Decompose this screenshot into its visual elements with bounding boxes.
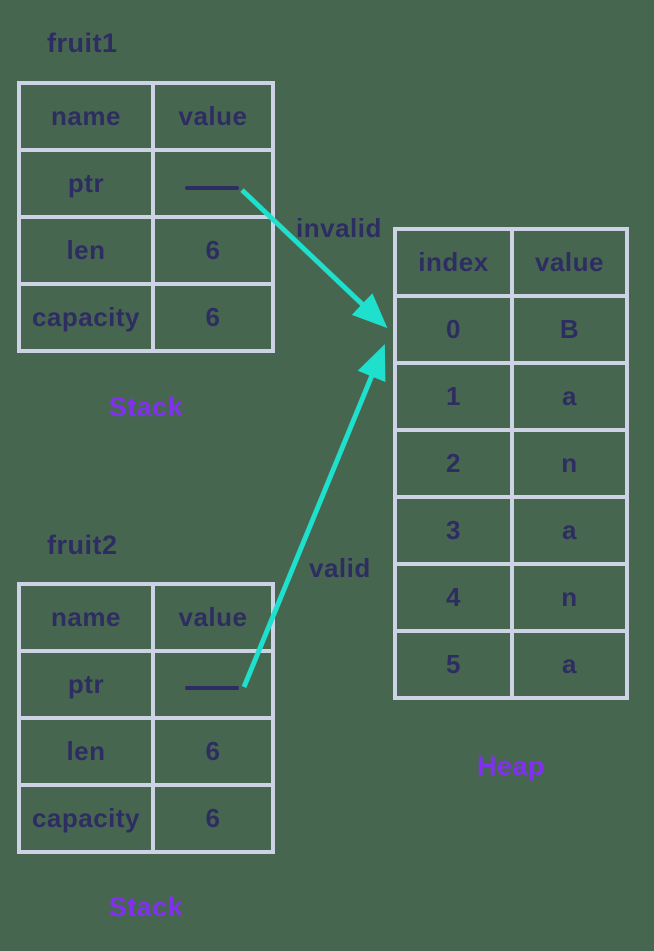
- table-row: 0 B: [393, 294, 629, 365]
- table-row: 1 a: [393, 361, 629, 432]
- fruit1-header-value: value: [151, 81, 275, 152]
- fruit1-table: name value ptr len 6 capacity 6: [17, 81, 275, 353]
- stack2-region-label: Stack: [108, 892, 184, 922]
- table-row: index value: [393, 227, 629, 298]
- heap-header-index: index: [393, 227, 514, 298]
- table-row: 3 a: [393, 495, 629, 566]
- table-row: capacity 6: [17, 282, 275, 353]
- heap-value-2: n: [510, 428, 629, 499]
- heap-index-5: 5: [393, 629, 514, 700]
- table-row: 5 a: [393, 629, 629, 700]
- fruit1-ptr-value-cell: [151, 148, 275, 219]
- invalid-arrow-label: invalid: [296, 213, 382, 243]
- fruit2-capacity-name: capacity: [17, 783, 155, 854]
- fruit2-len-name: len: [17, 716, 155, 787]
- heap-value-4: n: [510, 562, 629, 633]
- fruit1-title: fruit1: [47, 28, 118, 58]
- heap-table: index value 0 B 1 a 2 n 3 a 4 n 5 a: [393, 227, 629, 700]
- heap-region-label: Heap: [476, 751, 546, 781]
- table-row: capacity 6: [17, 783, 275, 854]
- heap-index-3: 3: [393, 495, 514, 566]
- heap-value-3: a: [510, 495, 629, 566]
- fruit1-pointer-line-icon: [185, 186, 239, 190]
- heap-value-0: B: [510, 294, 629, 365]
- table-row: name value: [17, 81, 275, 152]
- fruit2-table: name value ptr len 6 capacity 6: [17, 582, 275, 854]
- table-row: ptr: [17, 148, 275, 219]
- heap-index-0: 0: [393, 294, 514, 365]
- heap-header-value: value: [510, 227, 629, 298]
- table-row: 2 n: [393, 428, 629, 499]
- fruit2-capacity-value: 6: [151, 783, 275, 854]
- heap-index-2: 2: [393, 428, 514, 499]
- table-row: name value: [17, 582, 275, 653]
- stack1-region-label: Stack: [108, 392, 184, 422]
- fruit1-ptr-name: ptr: [17, 148, 155, 219]
- heap-index-4: 4: [393, 562, 514, 633]
- fruit2-title: fruit2: [47, 530, 118, 560]
- fruit1-capacity-name: capacity: [17, 282, 155, 353]
- table-row: ptr: [17, 649, 275, 720]
- heap-value-1: a: [510, 361, 629, 432]
- fruit2-ptr-name: ptr: [17, 649, 155, 720]
- heap-index-1: 1: [393, 361, 514, 432]
- fruit2-len-value: 6: [151, 716, 275, 787]
- fruit2-pointer-line-icon: [185, 686, 239, 690]
- fruit1-capacity-value: 6: [151, 282, 275, 353]
- fruit1-len-name: len: [17, 215, 155, 286]
- valid-arrow-label: valid: [309, 553, 371, 583]
- fruit2-header-name: name: [17, 582, 155, 653]
- fruit2-header-value: value: [151, 582, 275, 653]
- table-row: len 6: [17, 215, 275, 286]
- table-row: 4 n: [393, 562, 629, 633]
- fruit1-header-name: name: [17, 81, 155, 152]
- table-row: len 6: [17, 716, 275, 787]
- fruit1-len-value: 6: [151, 215, 275, 286]
- fruit2-ptr-value-cell: [151, 649, 275, 720]
- heap-value-5: a: [510, 629, 629, 700]
